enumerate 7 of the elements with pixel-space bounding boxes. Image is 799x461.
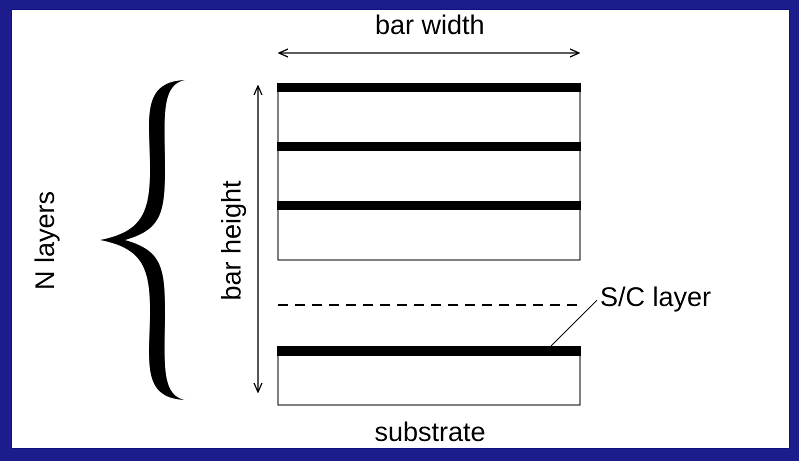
dimension-label: bar height bbox=[218, 180, 246, 300]
substrate-label: substrate bbox=[374, 418, 486, 446]
layer-label: S/C layer bbox=[600, 284, 712, 311]
dimension-label: bar width bbox=[375, 12, 485, 38]
superconducting-layer bbox=[277, 346, 581, 356]
leader-line bbox=[550, 300, 598, 346]
brace-label: N layers bbox=[32, 190, 59, 290]
